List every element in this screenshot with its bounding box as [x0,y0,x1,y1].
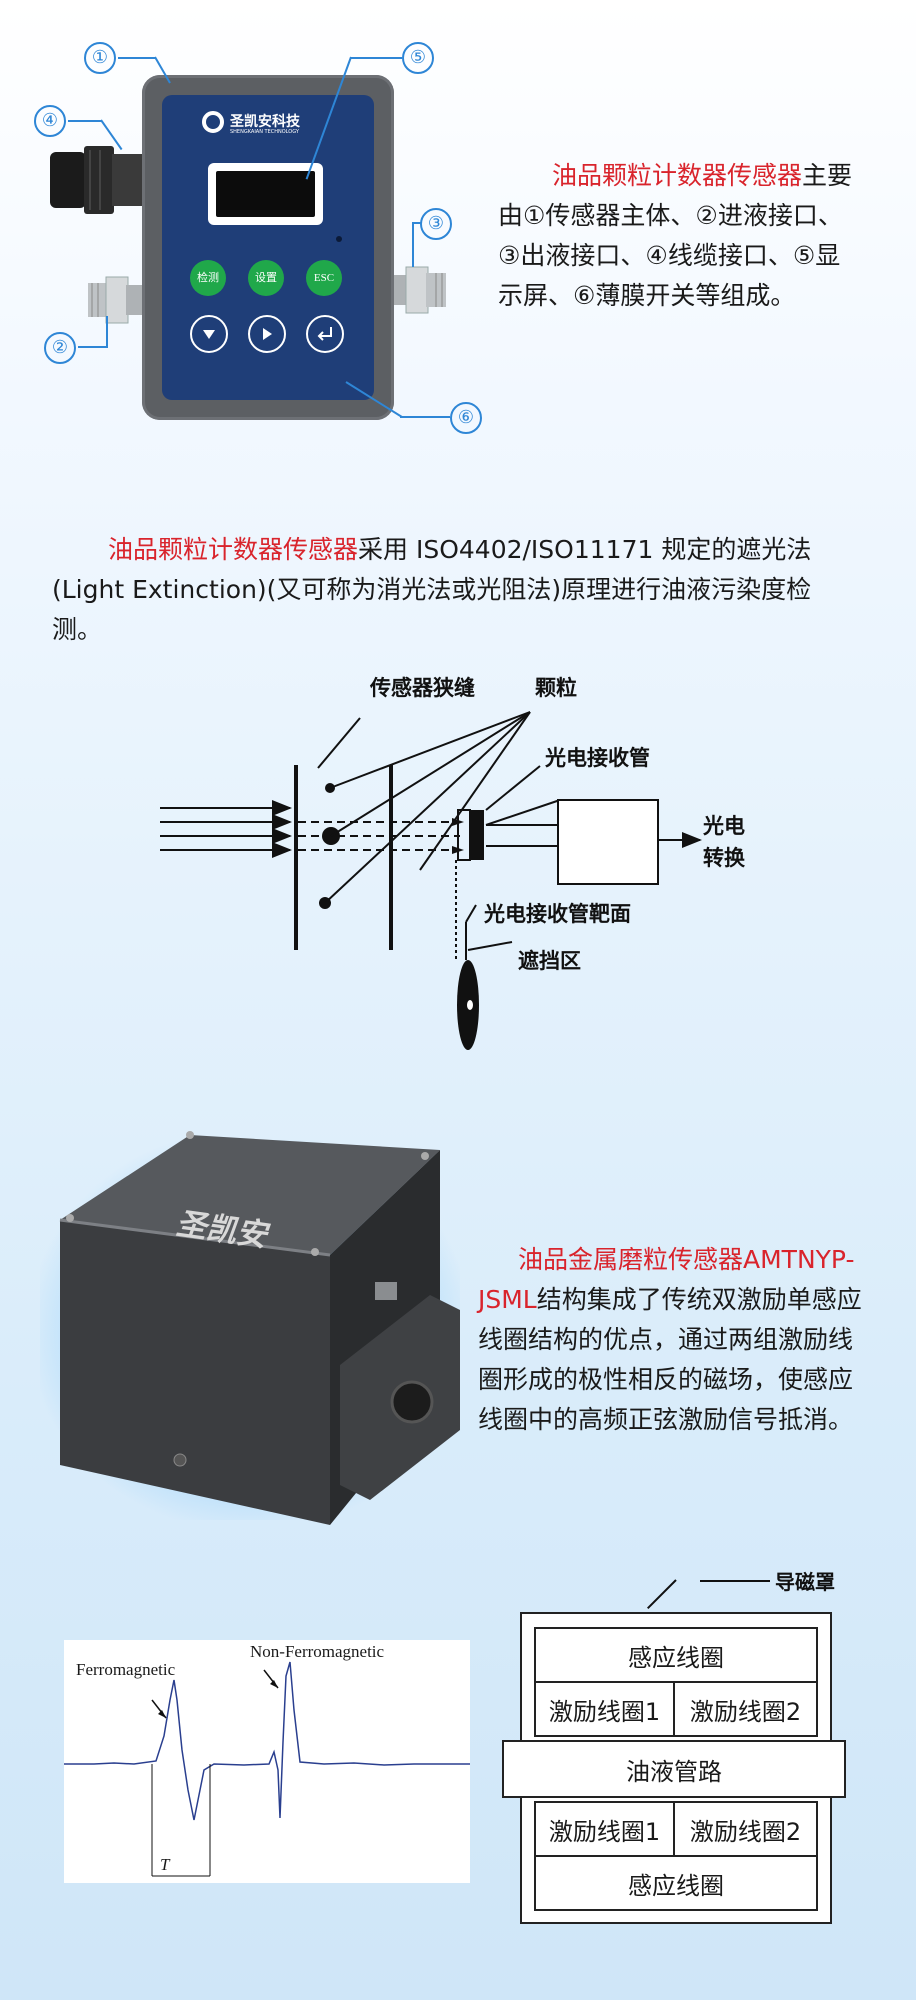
btn-check[interactable]: 检测 [190,260,226,296]
label-non-ferromagnetic: Non-Ferromagnetic [250,1642,385,1661]
indicator-led [336,236,342,242]
brand-name-en: SHENGKAIAN TECHNOLOGY [230,129,299,135]
btn-next[interactable] [248,315,286,353]
sensor-composition-text: 油品颗粒计数器传感器主要 由①传感器主体、②进液接口、 ③出液接口、④线缆接口、… [498,161,853,310]
waveform-plot [64,1661,470,1877]
label-target: 光电接收管靶面 [484,902,631,926]
play-triangle-icon [263,328,272,340]
wear-sensor-highlight-1: 油品金属磨粒传感器AMTNYP- [518,1245,855,1274]
label-ferromagnetic: Ferromagnetic [76,1660,176,1679]
callout-6: ⑥ [450,402,482,434]
diagram-drawing [160,711,702,1050]
btn-esc[interactable]: ESC [306,260,342,296]
outlet-port [390,265,446,315]
cable-gland-icon [50,146,148,214]
inlet-fitting-icon [88,276,144,324]
excite-coil-1-top: 激励线圈1 [534,1681,675,1737]
btn-down[interactable] [190,315,228,353]
label-convert-2: 转换 [703,846,745,870]
principle-text: 油品颗粒计数器传感器采用 ISO4402/ISO11171 规定的遮光法 (Li… [52,535,812,644]
callout-2: ② [44,332,76,364]
shield-leader [700,1580,770,1582]
label-particle: 颗粒 [535,676,577,700]
excite-coil-2-bottom: 激励线圈2 [673,1801,818,1857]
oil-pipe: 油液管路 [502,1740,846,1798]
wear-debris-text: 油品金属磨粒传感器AMTNYP- JSML结构集成了传统双激励单感应 线圈结构的… [478,1245,862,1434]
outlet-fitting-icon [390,266,446,314]
metal-box-drawing [59,1131,460,1525]
front-panel: 圣凯安科技 SHENGKAIAN TECHNOLOGY 检测 设置 ESC [162,95,374,400]
callout-5: ⑤ [402,42,434,74]
inlet-port [88,275,144,325]
enter-arrow-icon [317,327,332,341]
logo-s-icon [202,111,224,133]
sensor-body: 圣凯安科技 SHENGKAIAN TECHNOLOGY 检测 设置 ESC [142,75,394,420]
signal-waveform: Ferromagnetic Non-Ferromagnetic T [64,1640,470,1883]
brand-logo: 圣凯安科技 SHENGKAIAN TECHNOLOGY [202,111,342,141]
sense-coil-top: 感应线圈 [534,1627,818,1683]
excite-coil-2-top: 激励线圈2 [673,1681,818,1737]
label-shield: 导磁罩 [775,1570,835,1594]
btn-settings[interactable]: 设置 [248,260,284,296]
wear-sensor-highlight-2: JSML [478,1285,537,1314]
label-receiver: 光电接收管 [545,746,650,770]
display-screen [208,163,323,225]
label-period: T [160,1855,170,1874]
btn-enter[interactable] [306,315,344,353]
principle-highlight: 油品颗粒计数器传感器 [108,535,359,564]
label-shade: 遮挡区 [518,949,581,973]
sense-coil-bottom: 感应线圈 [534,1855,818,1911]
callout-4: ④ [34,105,66,137]
callout-3: ③ [420,208,452,240]
excite-coil-1-bottom: 激励线圈1 [534,1801,675,1857]
brand-name-cn: 圣凯安科技 [230,114,300,130]
product-name-highlight: 油品颗粒计数器传感器 [552,161,803,190]
callout-1: ① [84,42,116,74]
cable-connector [50,140,150,220]
label-slit: 传感器狭缝 [370,676,475,700]
label-convert-1: 光电 [703,814,745,838]
down-triangle-icon [203,330,215,339]
